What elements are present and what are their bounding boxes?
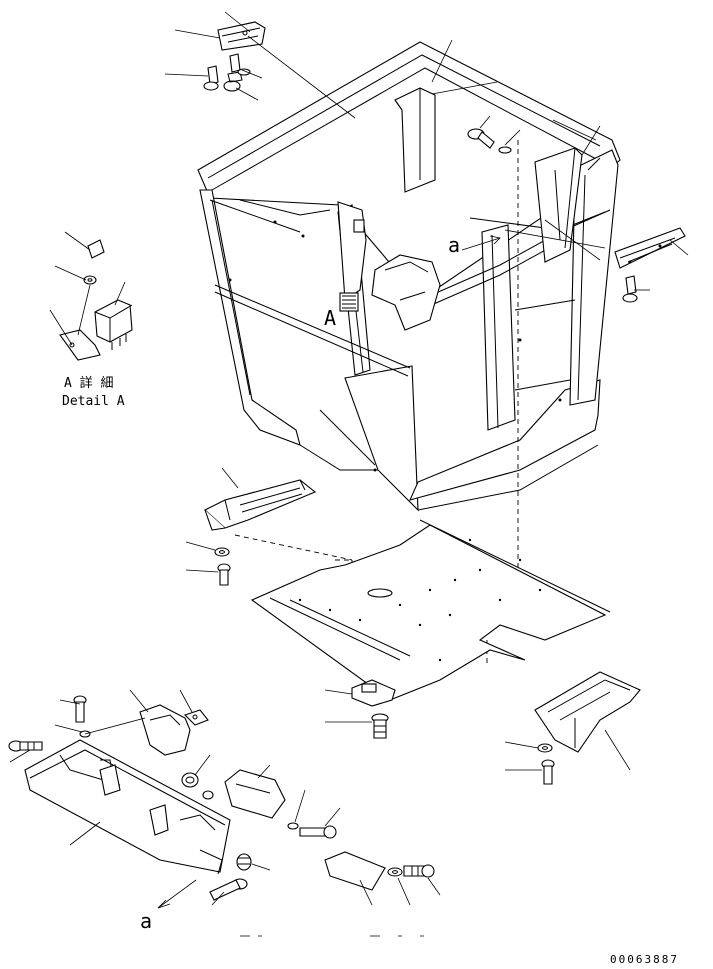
reference-label-a-lower: a <box>140 909 152 933</box>
washer-icon <box>181 772 199 788</box>
detail-title-en: Detail A <box>62 394 125 409</box>
relay-icon <box>139 704 191 756</box>
washer-icon <box>287 822 299 830</box>
washer-icon <box>387 867 403 877</box>
step-cover-icon <box>24 739 231 875</box>
floor-plate-icon <box>250 519 611 701</box>
bolt-icon <box>299 825 337 839</box>
bolt-icon <box>223 53 243 92</box>
bolt-icon <box>403 864 435 878</box>
step-cover-icon <box>204 479 317 531</box>
washer-icon <box>498 146 512 154</box>
washer-icon <box>537 743 553 753</box>
bolt-icon <box>217 563 231 586</box>
relay-icon <box>94 299 133 350</box>
drawing-code: 00063887 <box>610 953 679 966</box>
view-label-a: A <box>324 306 336 330</box>
detail-title-jp: A 詳 細 <box>64 375 113 391</box>
bolt-icon <box>87 239 105 259</box>
mat-icon <box>224 769 286 819</box>
washer-icon <box>237 68 251 76</box>
pillar-cover-icon <box>394 87 436 193</box>
bolt-icon <box>8 740 43 752</box>
bracket-icon <box>183 709 209 726</box>
bracket-icon <box>351 679 396 707</box>
bolt-icon <box>209 878 248 901</box>
pillar-cover-icon <box>534 147 583 263</box>
bolt-icon <box>203 65 219 91</box>
bolt-icon <box>622 275 638 303</box>
pillar-cover-icon <box>337 201 367 312</box>
bracket-icon <box>59 329 101 361</box>
bolt-icon <box>73 695 87 723</box>
washer-icon <box>83 275 97 285</box>
mat-icon <box>324 851 386 891</box>
step-cover-icon <box>614 227 686 269</box>
washer-icon <box>236 853 252 871</box>
bracket-icon <box>217 21 266 51</box>
bolt-icon <box>541 759 555 785</box>
washer-icon <box>202 790 214 800</box>
reference-label-a-upper: a <box>448 233 460 257</box>
step-cover-icon <box>534 671 641 753</box>
washer-icon <box>214 547 230 557</box>
bolt-icon <box>467 128 495 149</box>
bolt-icon <box>371 713 389 739</box>
